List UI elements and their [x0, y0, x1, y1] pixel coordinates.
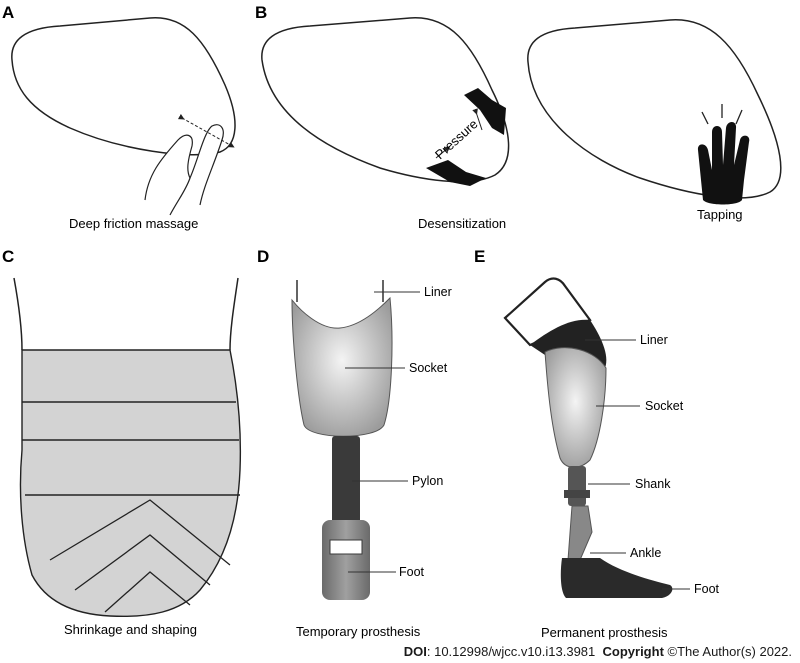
copyright-label: Copyright — [602, 644, 664, 659]
panel-e: E Liner Socket Shank Ankle Foot Permanen… — [474, 247, 720, 640]
caption-e: Permanent prosthesis — [541, 625, 668, 640]
socket-shape-e — [544, 347, 607, 468]
caption-b: Desensitization — [418, 216, 506, 231]
hand-massage-icon — [144, 113, 235, 216]
label-shank: Shank — [635, 477, 671, 491]
label-liner-e: Liner — [640, 333, 668, 347]
copyright-value: ©The Author(s) 2022. — [663, 644, 792, 659]
foot-shape-d — [322, 520, 370, 600]
label-ankle: Ankle — [630, 546, 661, 560]
panel-letter-a: A — [2, 3, 14, 22]
panel-letter-e: E — [474, 247, 485, 266]
bandage-icon — [19, 349, 242, 618]
panel-letter-c: C — [2, 247, 14, 266]
limb-outline-c — [13, 277, 239, 351]
hand-pressure-icon — [426, 88, 506, 186]
caption-a: Deep friction massage — [69, 216, 198, 231]
panel-letter-d: D — [257, 247, 269, 266]
ankle-shape — [567, 505, 593, 561]
shank-shape — [568, 466, 586, 506]
prosthesis-icon-permanent — [503, 277, 673, 598]
panel-letter-b: B — [255, 3, 267, 22]
doi-value: : 10.12998/wjcc.v10.i13.3981 — [426, 644, 596, 659]
foot-shape-e — [560, 558, 673, 598]
label-socket-d: Socket — [409, 361, 448, 375]
panel-c: C Shrinkage and shaping — [2, 247, 242, 637]
caption-c: Shrinkage and shaping — [64, 622, 197, 637]
label-socket-e: Socket — [645, 399, 684, 413]
label-pylon: Pylon — [412, 474, 443, 488]
pressure-label: Pressure — [432, 116, 481, 162]
caption-d: Temporary prosthesis — [296, 624, 421, 639]
panel-a: A Deep friction massage — [2, 3, 236, 231]
panel-d: D Liner Socket Pylon Foot Temporary pros… — [257, 247, 452, 639]
label-foot-d: Foot — [399, 565, 425, 579]
panel-b: B Pressure Desensitization Tapping — [255, 3, 782, 231]
hand-tapping-icon — [697, 104, 750, 205]
residual-limb-outline-a — [11, 17, 236, 156]
label-foot-e: Foot — [694, 582, 720, 596]
socket-shape-d — [291, 296, 393, 437]
label-liner-d: Liner — [424, 285, 452, 299]
thigh-outline-e — [503, 277, 592, 347]
caption-tapping: Tapping — [697, 207, 743, 222]
residual-limb-outline-b1 — [261, 17, 510, 183]
pylon-shape — [332, 436, 360, 544]
doi-label: DOI — [403, 644, 427, 659]
citation-footer: DOI: 10.12998/wjcc.v10.i13.3981 Copyrigh… — [404, 644, 792, 659]
prosthesis-icon-temporary — [291, 280, 393, 600]
residual-limb-outline-b2 — [527, 19, 782, 199]
